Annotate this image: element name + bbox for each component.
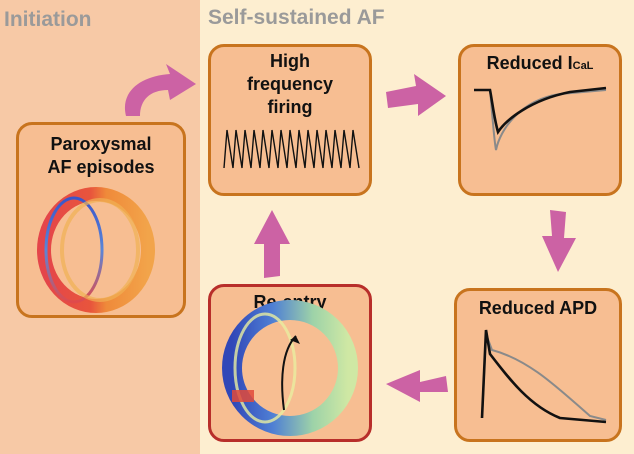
arrows (124, 64, 576, 402)
ical-subscript: CaL (572, 60, 594, 72)
paroxysmal-ring-image (37, 187, 155, 313)
reduced-ical-label: Reduced I (486, 53, 573, 73)
arrow-apd-to-reentry (386, 370, 448, 402)
initiation-title: Initiation (4, 8, 92, 31)
sustained-title: Self-sustained AF (208, 6, 385, 29)
paroxysmal-line-2: AF episodes (47, 157, 155, 177)
arrow-paroxysmal-to-firing (124, 64, 196, 116)
firing-trace (223, 129, 360, 169)
reduced-ical-title: Reduced ICaL (461, 52, 619, 78)
high-frequency-line-3: firing (267, 97, 313, 117)
arrow-reentry-to-firing (254, 210, 290, 278)
arrow-firing-to-ical (386, 74, 446, 116)
ical-traces (474, 86, 607, 151)
reduced-ical-box: Reduced ICaL (458, 44, 622, 196)
paroxysmal-line-1: Paroxysmal (50, 134, 152, 154)
paroxysmal-title: Paroxysmal AF episodes (19, 133, 183, 179)
high-frequency-title: High frequency firing (211, 50, 369, 119)
high-frequency-box: High frequency firing (208, 44, 372, 196)
arrow-ical-to-apd (542, 210, 576, 272)
high-frequency-line-2: frequency (246, 74, 334, 94)
reduced-apd-title: Reduced APD (478, 298, 598, 318)
high-frequency-line-1: High (270, 51, 310, 71)
apd-traces (480, 329, 607, 424)
reentry-ring-image (222, 300, 358, 436)
